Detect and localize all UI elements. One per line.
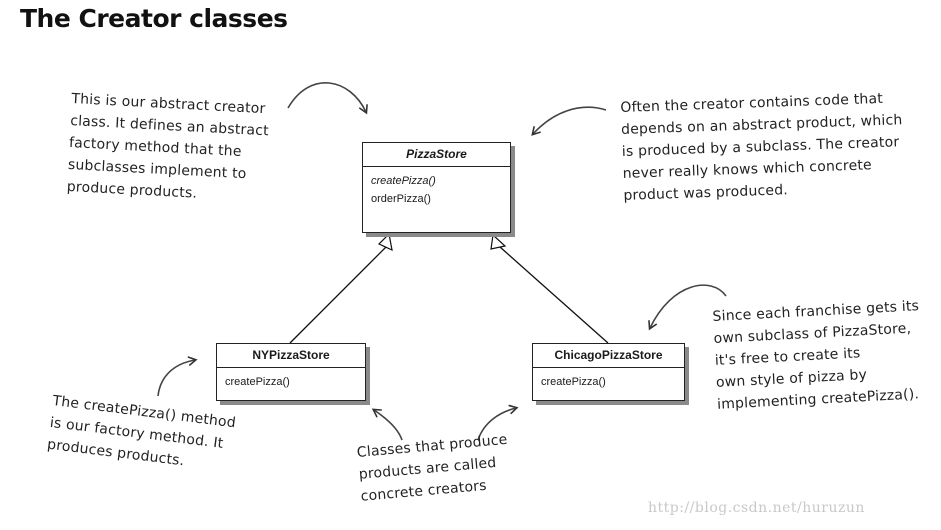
class-methods-chicagopizzastore: createPizza()	[533, 368, 684, 396]
method-create-pizza-ny: createPizza()	[225, 376, 290, 388]
watermark: http://blog.csdn.net/huruzun	[648, 500, 865, 516]
annotation-arrow-abstract-creator	[287, 82, 368, 115]
annotation-arrow-abstract-product	[531, 106, 607, 136]
note-abstract-product: Often the creator contains code that dep…	[620, 87, 905, 207]
class-nypizzastore: NYPizzaStore createPizza()	[216, 343, 366, 401]
note-franchise: Since each franchise gets its own subcla…	[712, 295, 924, 416]
inheritance-arrowhead-chicago	[490, 233, 507, 250]
class-name-nypizzastore: NYPizzaStore	[217, 344, 365, 368]
note-concrete-creators: Classes that produce products are called…	[356, 429, 512, 508]
class-chicagopizzastore: ChicagoPizzaStore createPizza()	[532, 343, 685, 401]
class-pizzastore: PizzaStore createPizza() orderPizza()	[362, 142, 511, 233]
inheritance-line-ny	[289, 246, 387, 344]
note-abstract-creator: This is our abstract creator class. It d…	[66, 88, 270, 208]
method-create-pizza: createPizza()	[371, 175, 436, 187]
class-name-pizzastore: PizzaStore	[363, 143, 510, 167]
annotation-arrow-factory-method	[157, 356, 198, 397]
method-order-pizza: orderPizza()	[371, 193, 431, 205]
class-name-chicagopizzastore: ChicagoPizzaStore	[533, 344, 684, 368]
diagram-title: The Creator classes	[20, 4, 288, 33]
method-create-pizza-chicago: createPizza()	[541, 376, 606, 388]
inheritance-arrowhead-ny	[377, 232, 393, 252]
inheritance-line-chicago	[499, 246, 609, 344]
class-methods-nypizzastore: createPizza()	[217, 368, 365, 396]
annotation-arrow-concrete-left	[371, 408, 403, 441]
annotation-arrow-franchise	[648, 284, 727, 331]
annotation-arrow-concrete-right	[477, 404, 519, 441]
class-methods-pizzastore: createPizza() orderPizza()	[363, 167, 510, 213]
